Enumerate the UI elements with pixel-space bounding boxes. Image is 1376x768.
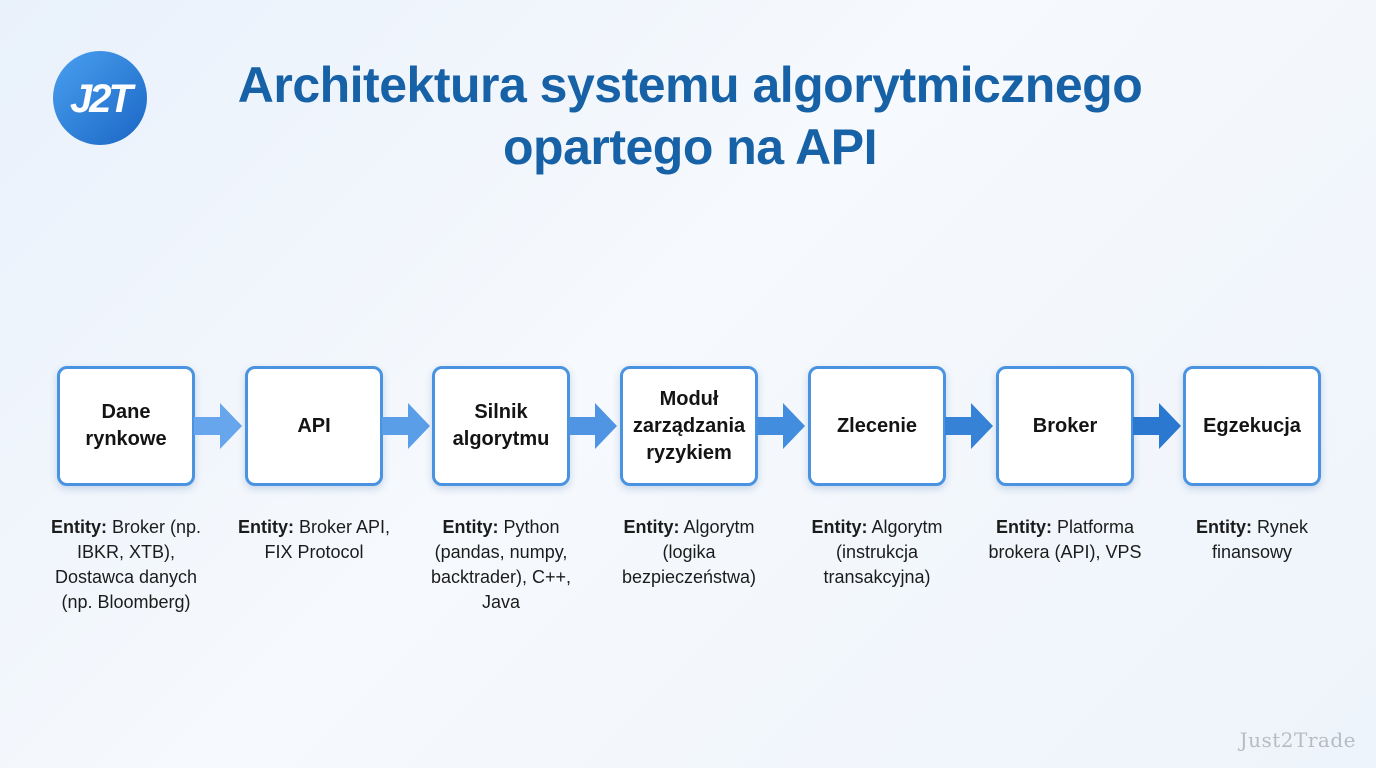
arrow-right-icon	[382, 403, 430, 449]
step-label: Egzekucja	[1203, 414, 1301, 437]
entity-text: Python (pandas, numpy, backtrader), C++,…	[430, 517, 572, 612]
arrow-right-icon	[945, 403, 993, 449]
step-box-egzekucja: Egzekucja	[1183, 366, 1321, 486]
arrow-right-icon	[1133, 403, 1181, 449]
entity-prefix: Entity:	[50, 517, 107, 537]
step-label: Zlecenie	[836, 414, 918, 437]
j2t-logo-icon: J2T	[53, 51, 147, 145]
step-description: Entity: Python (pandas, numpy, backtrade…	[413, 515, 589, 615]
entity-text: Algorytm (logika bezpieczeństwa)	[621, 517, 757, 587]
step-box-modul-ryzyka: Moduł zarządzania ryzykiem	[620, 366, 758, 486]
step-label: Moduł zarządzania ryzykiem	[632, 387, 746, 464]
entity-text: Broker (np. IBKR, XTB), Dostawca danych …	[54, 517, 202, 612]
step-box-dane-rynkowe: Dane rynkowe	[57, 366, 195, 486]
page-title-line-1: Architektura systemu algorytmicznego	[237, 57, 1143, 113]
arrow-right-icon	[757, 403, 805, 449]
watermark: Just2Trade	[1239, 728, 1356, 752]
arrow-right-icon	[194, 403, 242, 449]
page-title-line-2: opartego na API	[502, 119, 878, 175]
entity-prefix: Entity:	[442, 517, 499, 537]
entity-prefix: Entity:	[1195, 517, 1252, 537]
step-label: Dane rynkowe	[85, 401, 167, 450]
entity-prefix: Entity:	[237, 517, 294, 537]
step-description: Entity: Rynek finansowy	[1164, 515, 1340, 565]
step-description: Entity: Platforma brokera (API), VPS	[977, 515, 1153, 565]
step-description: Entity: Algorytm (instrukcja transakcyjn…	[789, 515, 965, 590]
step-label: API	[297, 414, 331, 437]
entity-prefix: Entity:	[623, 517, 680, 537]
step-description: Entity: Broker (np. IBKR, XTB), Dostawca…	[38, 515, 214, 615]
step-box-zlecenie: Zlecenie	[808, 366, 946, 486]
step-description: Entity: Algorytm (logika bezpieczeństwa)	[601, 515, 777, 590]
step-box-api: API	[245, 366, 383, 486]
entity-text: Platforma brokera (API), VPS	[988, 517, 1142, 562]
step-box-broker: Broker	[996, 366, 1134, 486]
page-title: Architektura systemu algorytmicznego opa…	[160, 54, 1220, 178]
entity-text: Broker API, FIX Protocol	[264, 517, 391, 562]
step-box-silnik-algorytmu: Silnik algorytmu	[432, 366, 570, 486]
entity-prefix: Entity:	[811, 517, 868, 537]
entity-prefix: Entity:	[995, 517, 1052, 537]
arrow-right-icon	[569, 403, 617, 449]
step-label: Broker	[1032, 414, 1098, 437]
entity-text: Rynek finansowy	[1211, 517, 1309, 562]
step-label: Silnik algorytmu	[452, 401, 550, 450]
step-description: Entity: Broker API, FIX Protocol	[226, 515, 402, 565]
logo-text: J2T	[70, 77, 136, 121]
entity-text: Algorytm (instrukcja transakcyjna)	[823, 517, 943, 587]
